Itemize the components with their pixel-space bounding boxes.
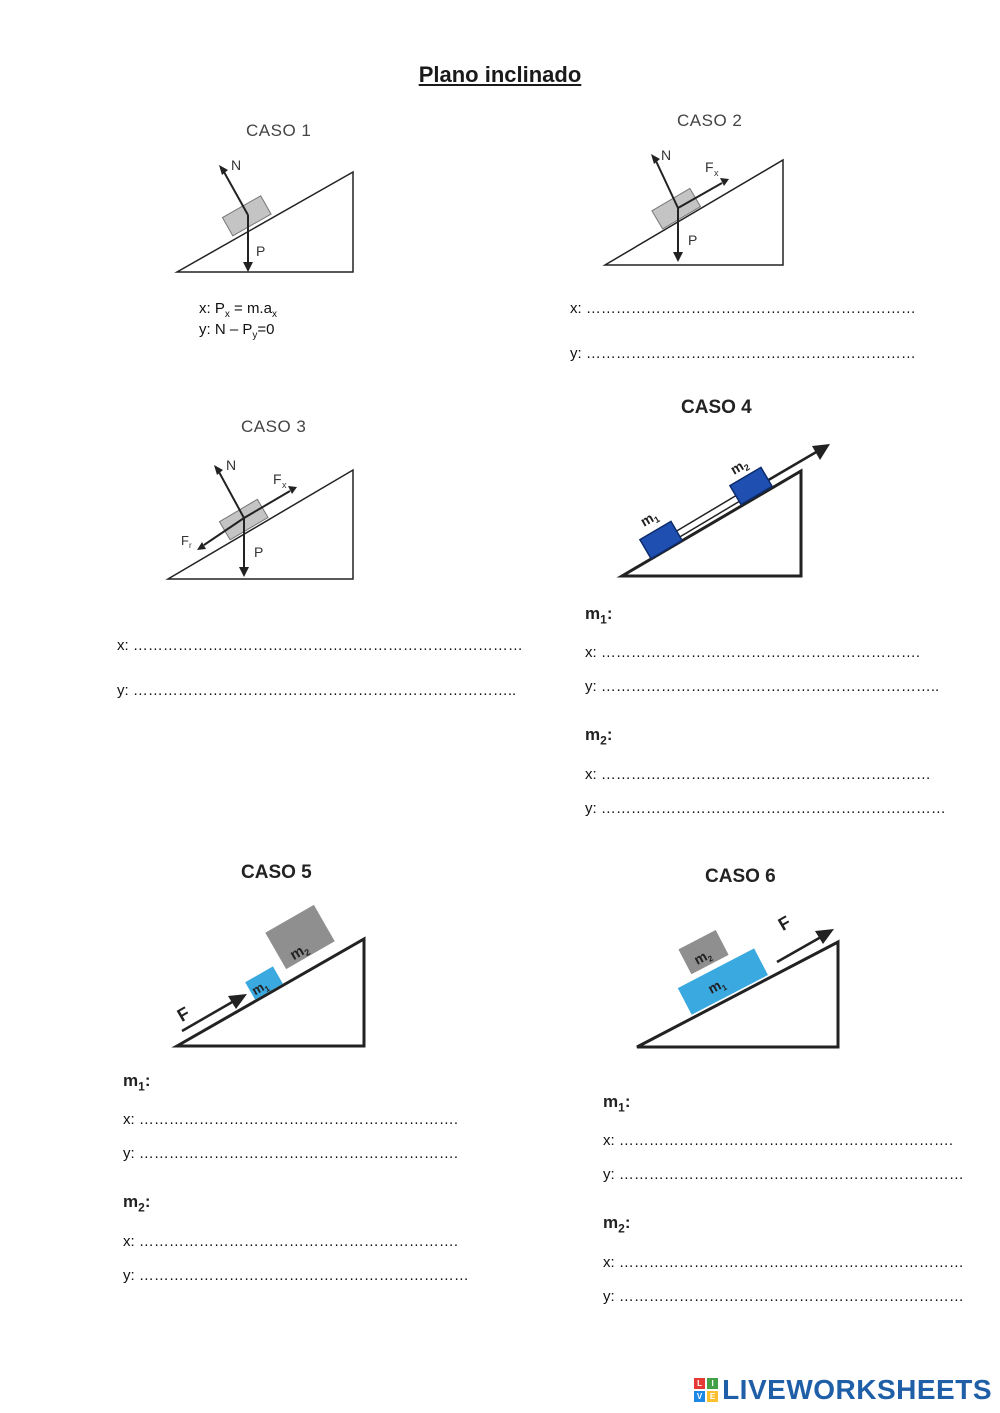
caso-4-block-m2 [728,466,774,506]
caso-4-m1-line-x[interactable]: x: ………………………………………………………. [585,644,921,661]
caso-4-m2-heading: m2: [585,725,613,748]
caso-2-line-y[interactable]: y: ………………………………………………………… [570,345,916,362]
caso-3-line-x[interactable]: x: …………………………………………………………………… [117,637,523,654]
page-title: Plano inclinado [418,62,582,87]
caso-5-block-m1 [245,966,283,1000]
caso-3-force-arrow [243,490,291,519]
caso-5-m1-line-x[interactable]: x: ………………………………………………………. [123,1111,459,1128]
caso-3-incline [165,468,354,580]
caso-4-block-m1 [638,520,684,560]
caso-3-n-label: N [226,457,236,473]
caso-5-block-m2 [265,904,335,970]
caso-5-m2-line-x[interactable]: x: ………………………………………………………. [123,1233,459,1250]
caso-4-heading: CASO 4 [681,397,752,418]
liveworksheets-logo: L I V E LIVEWORKSHEETS [694,1374,992,1406]
caso-6-m2-line-x[interactable]: x: …………………………………………………………… [603,1254,964,1271]
caso-3-f-label: F [273,471,282,487]
caso-6-m2-line-y[interactable]: y: …………………………………………………………… [603,1288,964,1305]
caso-1-p-label: P [256,243,265,259]
caso-4-m1-heading: m1: [585,604,613,627]
caso-6-block-m2 [678,929,729,975]
caso-1-eq-y: y: N – Py=0 [199,321,275,341]
logo-wordmark: LIVEWORKSHEETS [722,1374,992,1405]
caso-5-m2-heading: m2: [123,1192,151,1215]
caso-4-m2-line-y[interactable]: y: …………………………………………………………… [585,800,946,817]
caso-3-f-sub: x [282,480,287,490]
caso-4-force-arrow [764,449,819,484]
caso-3-p-label: P [254,544,263,560]
caso-2-line-x[interactable]: x: ………………………………………………………… [570,300,916,317]
caso-1-block [221,195,272,237]
caso-2-force-arrow [677,182,723,209]
caso-1-normal-arrow [223,171,249,216]
caso-6-f-label: F [775,912,795,935]
caso-2-normal-arrow [655,160,679,209]
caso-2-heading: CASO 2 [677,111,743,130]
caso-2-n-label: N [661,147,671,163]
caso-1-eq-x: x: Px = m.ax [199,300,277,320]
caso-4-m2-line-x[interactable]: x: ………………………………………………………… [585,766,931,783]
caso-4-m1-line-y[interactable]: y: ………………………………………………………….. [585,678,940,695]
caso-4-incline [616,468,803,578]
caso-4-rope-bottom [677,497,746,539]
caso-5-m1-line-y[interactable]: y: ………………………………………………………. [123,1145,459,1162]
caso-6-force-arrow [776,935,822,964]
caso-6-incline [636,939,840,1049]
logo-mark-icon: L I V E [694,1378,719,1402]
caso-6-block-m1 [677,948,768,1015]
caso-3-fr-label: F [181,533,189,548]
caso-2-incline [602,158,784,266]
caso-1-heading: CASO 1 [246,121,312,140]
caso-6-m1-line-y[interactable]: y: …………………………………………………………… [603,1166,964,1183]
caso-2-p-label: P [688,232,697,248]
caso-5-force-arrow [181,999,235,1033]
caso-1-n-label: N [231,157,241,173]
caso-2-f-label: F [705,159,714,175]
caso-3-normal-arrow [218,471,245,519]
caso-5-heading: CASO 5 [241,862,312,883]
caso-6-heading: CASO 6 [705,866,776,887]
caso-1-incline [174,170,354,273]
caso-4-rope-top [674,491,743,533]
caso-5-m1-heading: m1: [123,1071,151,1094]
caso-6-m1-heading: m1: [603,1092,631,1115]
caso-5-incline [171,936,366,1048]
caso-6-m1-line-x[interactable]: x: …………………………………………………………. [603,1132,954,1149]
caso-3-friction-arrow [203,517,245,546]
caso-2-f-sub: x [714,168,719,178]
caso-5-m2-line-y[interactable]: y: ………………………………………………………… [123,1267,469,1284]
caso-3-line-y[interactable]: y: ………………………………………………………………….. [117,682,517,699]
caso-3-fr-sub: r [189,541,192,550]
caso-6-m2-heading: m2: [603,1213,631,1236]
caso-3-heading: CASO 3 [241,417,307,436]
